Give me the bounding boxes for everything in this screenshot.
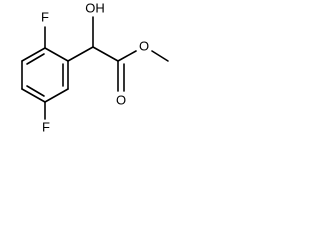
carbonyl-oxygen-label: O: [116, 92, 126, 107]
ring-bond-c2-c3: [21, 47, 46, 62]
ring-bond-c1-c2: [44, 47, 69, 62]
fluorine-top-label: F: [41, 9, 49, 24]
bond-carbonyl-carbon-to-ester-oxygen: [117, 50, 137, 62]
ring-double-bond-c2-c3: [26, 53, 45, 65]
hydroxyl-label: OH: [85, 0, 105, 15]
ring-double-bond-c4-c5: [26, 85, 45, 97]
ring-bond-c4-c5: [21, 88, 46, 103]
ring-bond-c5-c6: [44, 88, 69, 103]
fluorine-bottom-label: F: [42, 119, 50, 134]
benzene-ring: [21, 47, 69, 103]
chemical-structure: F F OH O O: [21, 0, 169, 134]
bond-alpha-carbon-to-carbonyl-carbon: [92, 46, 119, 62]
bond-ester-oxygen-to-methyl: [151, 50, 169, 62]
ester-oxygen-label: O: [139, 38, 149, 53]
bond-ring-to-alpha-carbon: [67, 46, 94, 62]
